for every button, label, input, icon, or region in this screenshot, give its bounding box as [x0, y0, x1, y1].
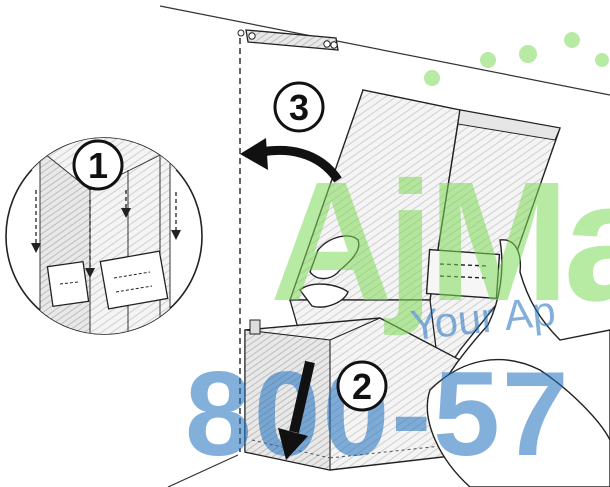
watermark-dot [519, 45, 537, 63]
step-1-number: 1 [88, 145, 108, 186]
step-2-number: 2 [352, 366, 372, 407]
watermark-dot [480, 52, 496, 68]
step-1-badge: 1 [74, 141, 122, 189]
step-3-number: 3 [289, 87, 309, 128]
step-2-badge: 2 [338, 362, 386, 410]
tag-left [47, 262, 88, 307]
step-3-badge: 3 [275, 83, 323, 131]
tag-right [100, 251, 167, 309]
wall-bracket [238, 30, 338, 50]
watermark-dot [564, 32, 580, 48]
watermark-dot [424, 70, 440, 86]
watermark-dot [595, 53, 609, 67]
